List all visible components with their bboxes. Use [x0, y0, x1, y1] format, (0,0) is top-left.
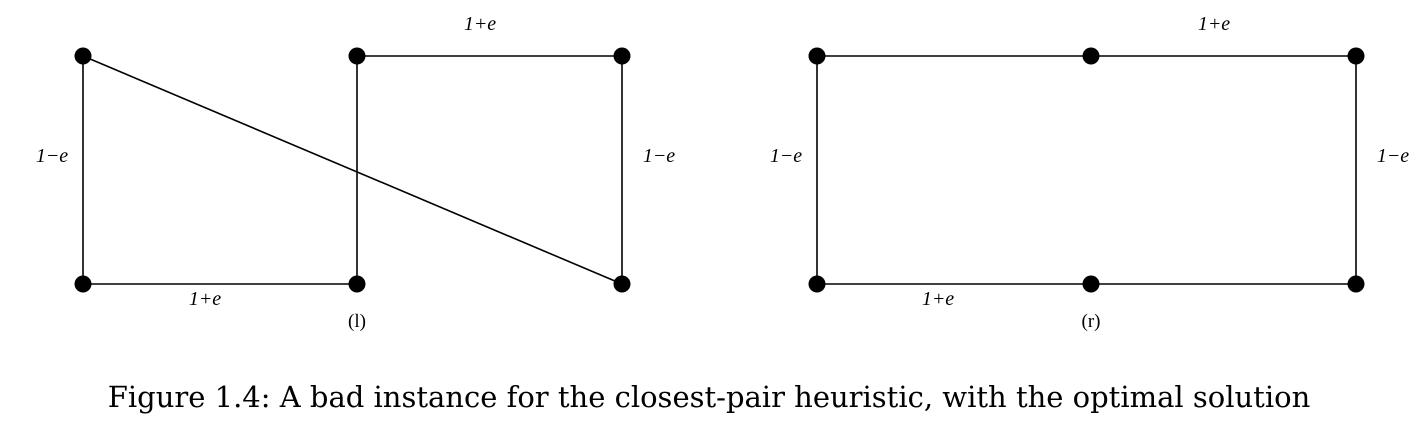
diagram-r: 1−e 1+e 1−e 1+e (r) — [770, 13, 1409, 332]
node-l-D — [348, 47, 366, 65]
node-r-E — [1347, 47, 1365, 65]
node-r-D — [1082, 47, 1100, 65]
edge-label: 1+e — [189, 288, 221, 310]
node-r-C — [1082, 275, 1100, 293]
diagram-l: 1−e 1+e 1+e 1−e (l) — [36, 13, 675, 332]
node-l-C — [348, 275, 366, 293]
node-l-A — [74, 47, 92, 65]
figure-caption: Figure 1.4: A bad instance for the close… — [107, 380, 1311, 414]
edge-label: 1+e — [1198, 13, 1230, 35]
node-l-B — [74, 275, 92, 293]
edge-label: 1+e — [922, 288, 954, 310]
edge-label: 1−e — [770, 145, 802, 167]
node-r-A — [808, 47, 826, 65]
subfigure-label: (r) — [1082, 311, 1101, 332]
edge-label: 1−e — [643, 145, 675, 167]
edge-label: 1−e — [36, 145, 68, 167]
node-r-F — [1347, 275, 1365, 293]
subfigure-label: (l) — [348, 311, 366, 332]
node-r-B — [808, 275, 826, 293]
edge-l-A-F — [82, 55, 623, 285]
node-l-E — [613, 47, 631, 65]
node-l-F — [613, 275, 631, 293]
edge-label: 1−e — [1377, 145, 1409, 167]
edge-label: 1+e — [464, 13, 496, 35]
